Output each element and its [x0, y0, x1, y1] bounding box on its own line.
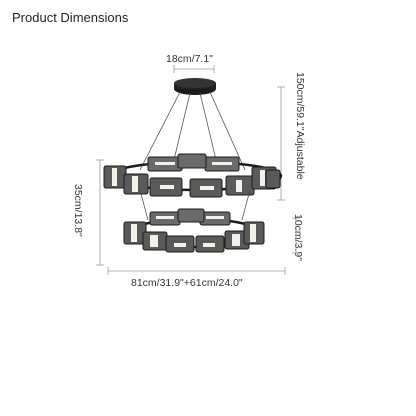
- suspension-wires: [139, 91, 246, 171]
- tier-connectors: [139, 189, 251, 221]
- diameters-label: 81cm/31.9"+61cm/24.0": [131, 277, 243, 289]
- upper-tier: [103, 153, 283, 198]
- dimension-lines: [96, 65, 300, 275]
- page-title: Product Dimensions: [12, 10, 129, 25]
- canopy-width-label: 18cm/7.1": [166, 53, 213, 65]
- canopy: [174, 78, 216, 95]
- lower-tier: [123, 208, 265, 253]
